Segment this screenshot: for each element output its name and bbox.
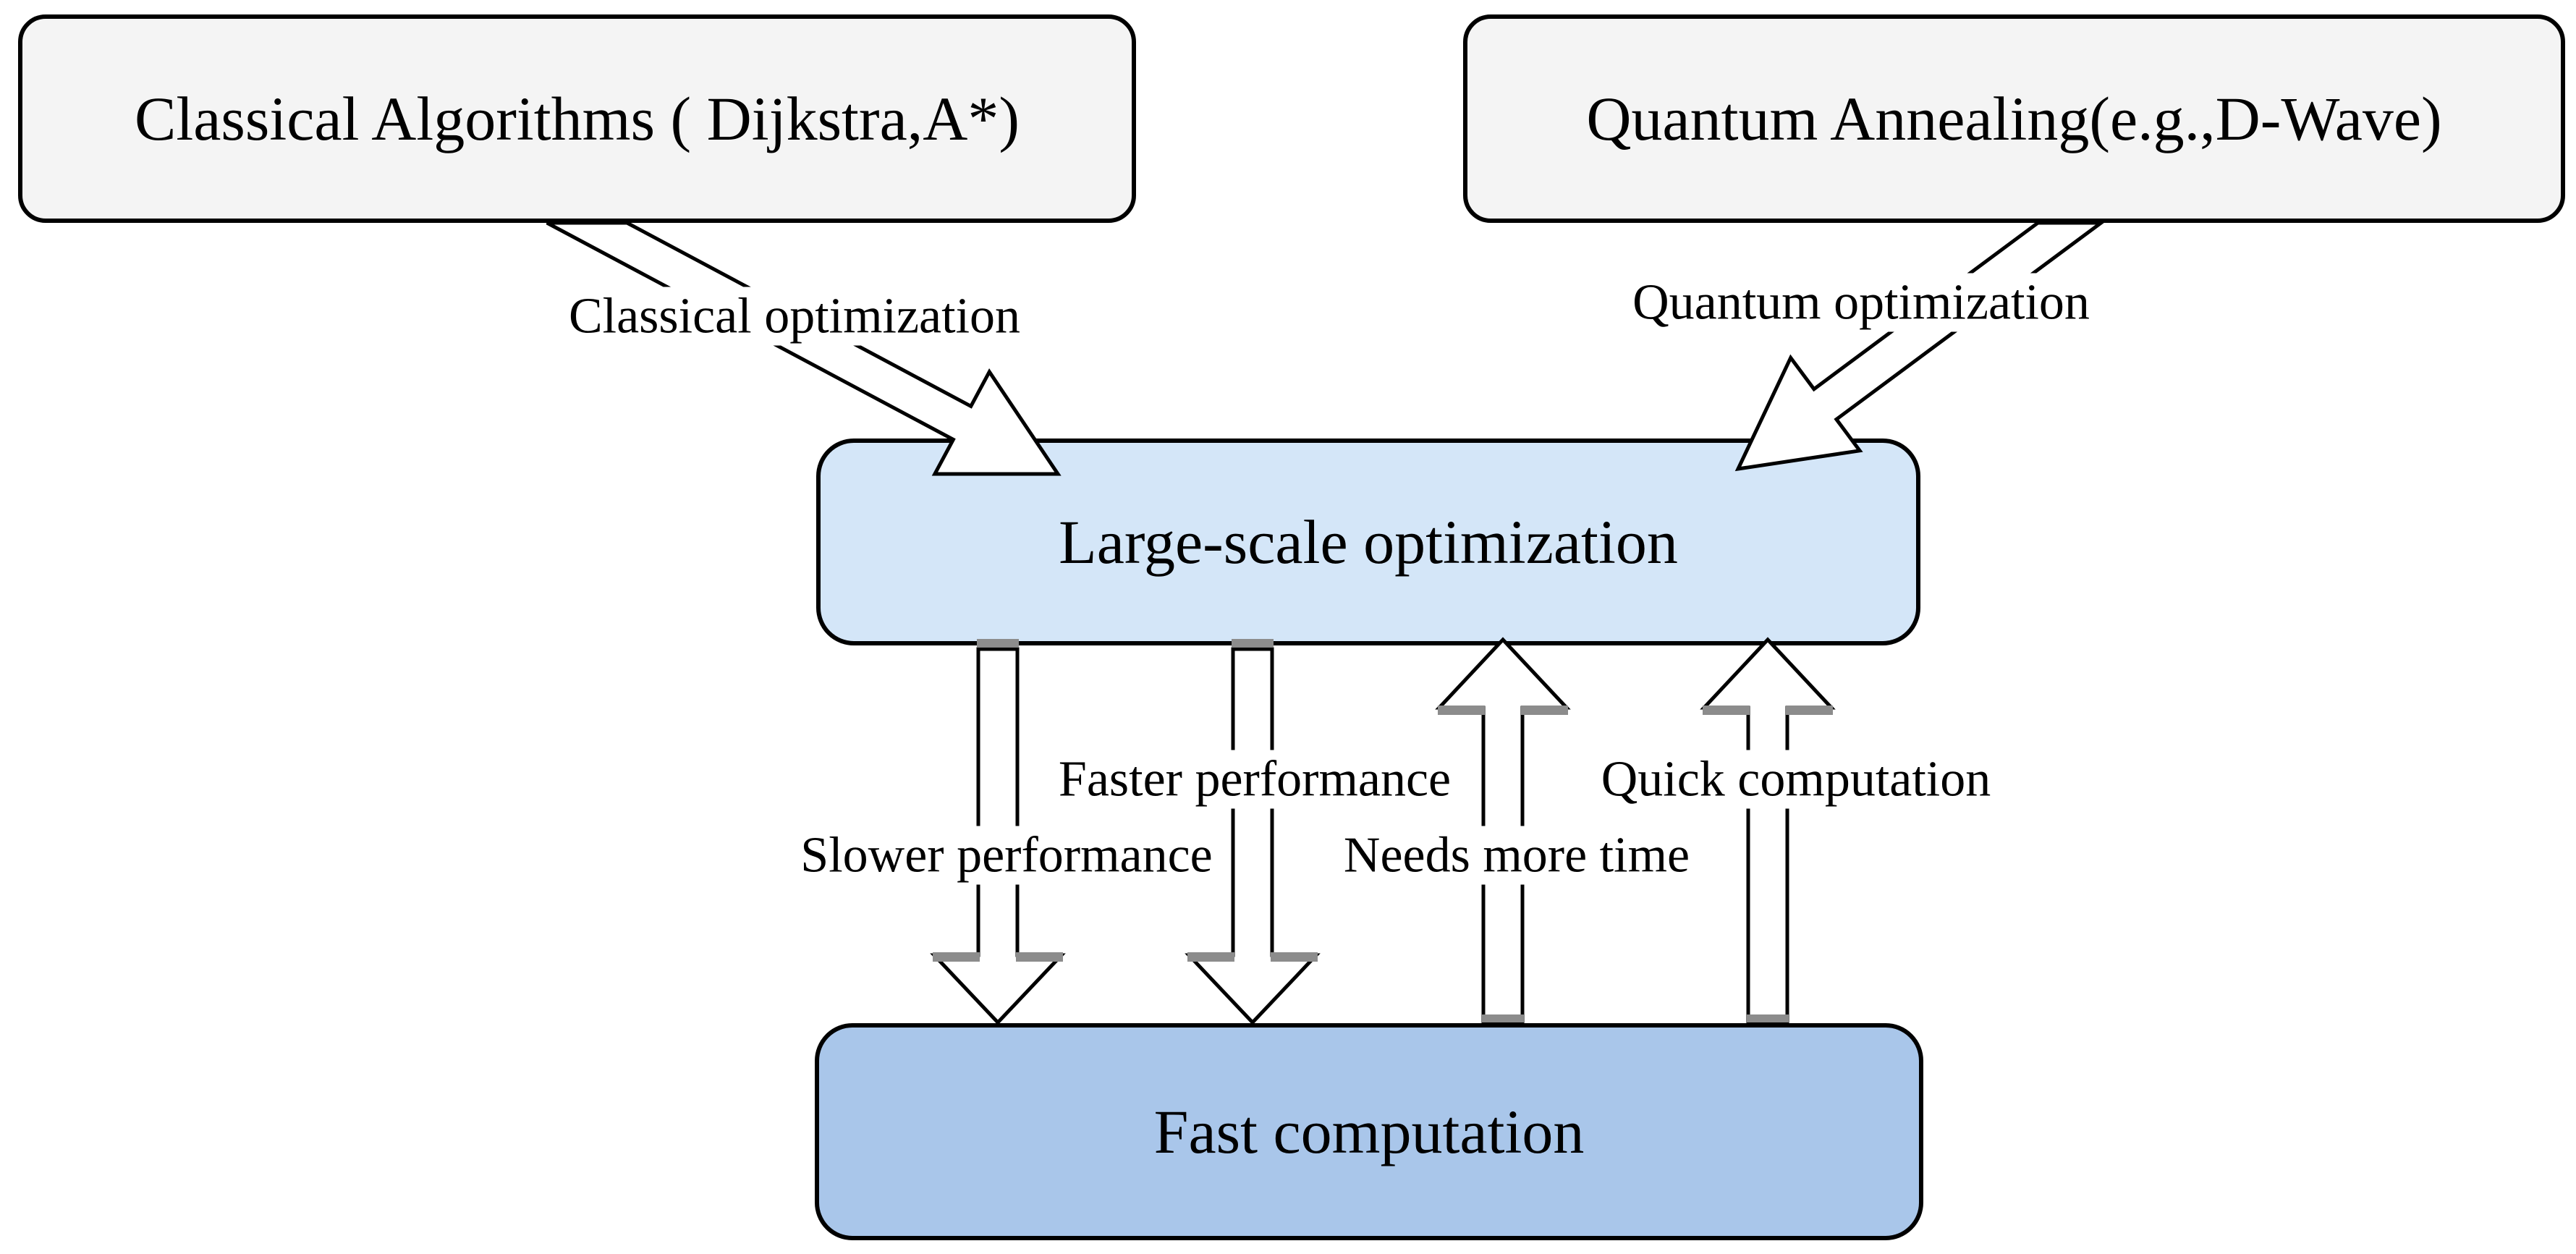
edge-label-quantum-optimization: Quantum optimization [1625,273,2097,332]
node-fast-computation: Fast computation [815,1023,1923,1240]
classical-optimization-arrow [546,221,1062,476]
shadow-bar [1271,952,1318,962]
edge-label-needs-more-time: Needs more time [1336,826,1698,885]
shadow-bar [1016,952,1063,962]
shadow-bar [1703,706,1750,715]
shadow-nub [1747,1014,1789,1022]
edge-label-quick-computation: Quick computation [1593,750,1999,809]
quantum-optimization-arrow [1734,221,2107,472]
shadow-bar [1521,706,1568,715]
shadow-nub [1232,639,1274,647]
shadow-bar [1438,706,1485,715]
edge-label-slower-performance: Slower performance [793,826,1220,885]
shadow-bar [933,952,980,962]
edge-label-classical-optimization: Classical optimization [561,287,1028,346]
node-large-scale-optimization-label: Large-scale optimization [1059,507,1678,577]
edge-label-faster-performance: Faster performance [1051,750,1459,809]
shadow-bar [1187,952,1234,962]
up-arrow-quick-computation [1700,637,1836,1024]
node-quantum-annealing: Quantum Annealing(e.g.,D-Wave) [1463,14,2565,223]
shadow-bar [1786,706,1833,715]
shadow-nub [977,639,1019,647]
node-quantum-annealing-label: Quantum Annealing(e.g.,D-Wave) [1586,84,2442,153]
node-classical-algorithms-label: Classical Algorithms ( Dijkstra,A*) [135,84,1020,153]
node-fast-computation-label: Fast computation [1153,1097,1585,1166]
node-classical-algorithms: Classical Algorithms ( Dijkstra,A*) [18,14,1136,223]
shadow-nub [1482,1014,1524,1022]
